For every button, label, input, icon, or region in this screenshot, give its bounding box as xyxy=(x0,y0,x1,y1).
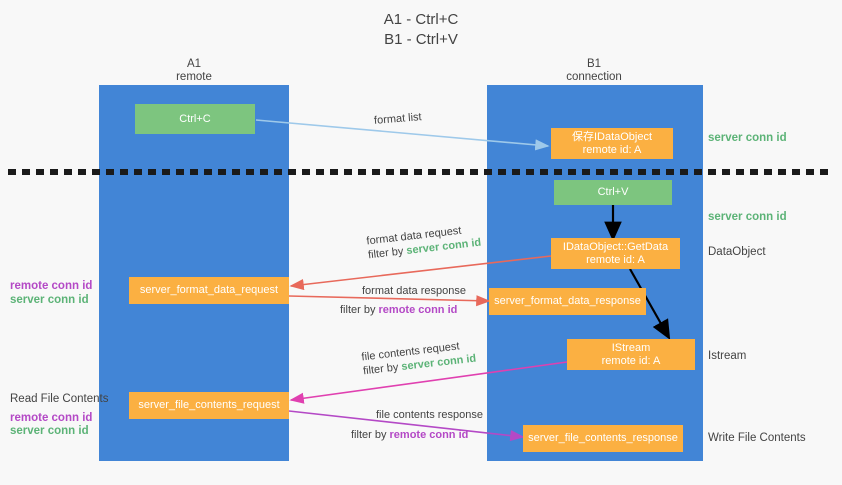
filter-prefix-3: filter by xyxy=(362,361,403,378)
box-ctrl-c[interactable]: Ctrl+C xyxy=(135,104,255,134)
edge-label-format-list-text: format list xyxy=(373,111,423,127)
left-label-server-conn-id-2: server conn id xyxy=(10,425,89,437)
edge-label-format-data-request: format data request filter by server con… xyxy=(366,222,482,263)
phase-divider xyxy=(8,169,834,175)
lane-header-a1: A1 remote xyxy=(114,58,274,84)
right-label-write-file-contents: Write File Contents xyxy=(708,432,806,444)
box-idataobject-getdata-line1: IDataObject::GetData xyxy=(562,240,669,253)
lane-a1-sub: remote xyxy=(176,71,212,83)
filter-prefix-2: filter by xyxy=(340,304,379,316)
left-label-remote-conn-id-1: remote conn id xyxy=(10,280,93,292)
filter-value-remote-conn-id-1: remote conn id xyxy=(378,304,458,316)
edge-label-format-data-response-filter: filter by remote conn id xyxy=(340,303,466,317)
box-save-idataobject[interactable]: 保存IDataObject remote id: A xyxy=(551,128,673,159)
box-server-format-data-request[interactable]: server_format_data_request xyxy=(129,277,289,304)
box-server-file-contents-request[interactable]: server_file_contents_request xyxy=(129,392,289,419)
edge-label-format-data-response-text: format data response xyxy=(362,285,466,297)
left-label-server-conn-id-1: server conn id xyxy=(10,294,89,306)
lane-b1-name: B1 xyxy=(586,58,602,70)
box-server-file-contents-request-label: server_file_contents_request xyxy=(138,399,280,411)
right-label-server-conn-id-1: server conn id xyxy=(708,132,787,144)
box-save-idataobject-line2: remote id: A xyxy=(582,143,642,156)
box-save-idataobject-line1: 保存IDataObject xyxy=(571,130,653,143)
right-label-istream: Istream xyxy=(708,350,747,362)
lane-b1-sub: connection xyxy=(566,71,622,83)
box-istream[interactable]: IStream remote id: A xyxy=(567,339,695,370)
edge-label-file-contents-response-filter: filter by remote conn id xyxy=(351,428,483,442)
box-server-format-data-response-label: server_format_data_response xyxy=(494,295,641,307)
diagram-title: A1 - Ctrl+C B1 - Ctrl+V xyxy=(0,10,842,50)
filter-prefix-1: filter by xyxy=(367,245,408,262)
filter-prefix-4: filter by xyxy=(351,429,390,441)
box-idataobject-getdata[interactable]: IDataObject::GetData remote id: A xyxy=(551,238,680,269)
edge-label-format-list: format list xyxy=(374,110,423,128)
edge-label-file-contents-response-text: file contents response xyxy=(376,409,484,421)
box-server-file-contents-response[interactable]: server_file_contents_response xyxy=(523,425,683,452)
left-label-read-file-contents: Read File Contents xyxy=(10,393,109,405)
title-line-2: B1 - Ctrl+V xyxy=(384,31,458,48)
box-istream-line2: remote id: A xyxy=(601,354,661,367)
box-idataobject-getdata-line2: remote id: A xyxy=(586,253,645,266)
box-istream-line1: IStream xyxy=(611,341,651,354)
box-ctrl-v-label: Ctrl+V xyxy=(597,186,629,198)
box-server-format-data-response[interactable]: server_format_data_response xyxy=(489,288,646,315)
edge-label-format-data-response: format data response filter by remote co… xyxy=(340,284,466,317)
right-label-dataobject: DataObject xyxy=(708,246,766,258)
lane-header-b1: B1 connection xyxy=(514,58,674,84)
lane-a1-name: A1 xyxy=(186,58,202,70)
edge-label-file-contents-request: file contents request filter by server c… xyxy=(361,338,477,379)
box-ctrl-v[interactable]: Ctrl+V xyxy=(554,180,672,205)
box-server-format-data-request-label: server_format_data_request xyxy=(139,284,279,296)
filter-value-remote-conn-id-2: remote conn id xyxy=(389,429,469,441)
box-ctrl-c-label: Ctrl+C xyxy=(179,112,211,125)
title-line-1: A1 - Ctrl+C xyxy=(383,11,459,28)
left-label-remote-conn-id-2: remote conn id xyxy=(10,412,93,424)
right-label-server-conn-id-2: server conn id xyxy=(708,211,787,223)
edge-label-file-contents-response: file contents response filter by remote … xyxy=(351,408,484,442)
box-server-file-contents-response-label: server_file_contents_response xyxy=(528,432,678,444)
